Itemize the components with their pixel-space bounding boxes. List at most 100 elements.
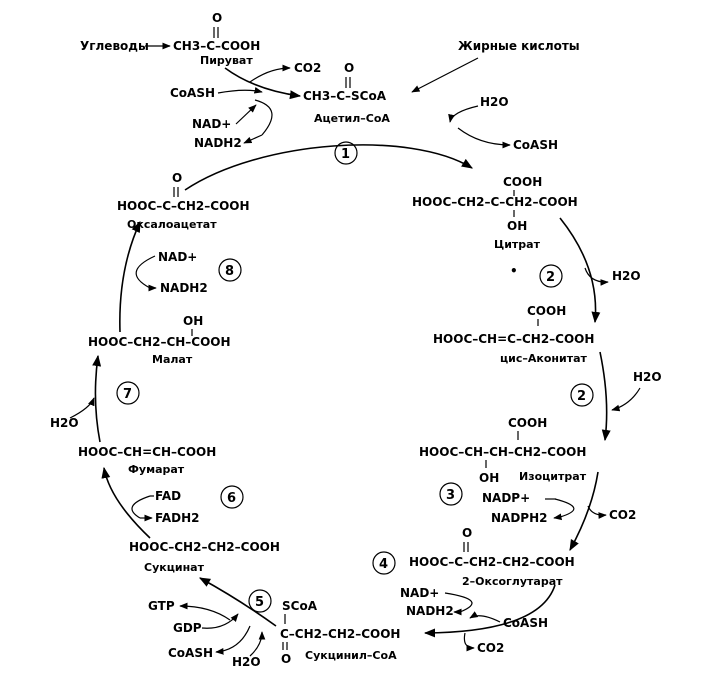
isocitrate-formula: HOOC–CH–CH–CH2–COOH [419, 445, 586, 459]
fad-text: FAD [155, 489, 181, 503]
step-2b-label: 2 [577, 389, 586, 404]
pyruvate-keto-o: O [212, 11, 222, 25]
step5-arrow [199, 577, 277, 627]
step4-arrow [423, 584, 556, 638]
oxaloacetate-formula: HOOC–C–CH2–COOH [117, 199, 250, 213]
nadph2-text: NADPH2 [491, 511, 547, 525]
succinylcoa-keto-o: O [281, 652, 291, 666]
nad-in-arrow [235, 104, 257, 125]
coash-text-step4: CoASH [503, 616, 548, 630]
nadh2-text-step4: NADH2 [406, 604, 454, 618]
step-5-label: 5 [255, 595, 264, 610]
citrate-bottom: OH [507, 219, 527, 233]
step7-arrow [92, 354, 102, 443]
nad-text-step4: NAD+ [400, 586, 439, 600]
isocitrate-bottom: OH [479, 471, 499, 485]
succinylcoa-name: Сукцинил–CoA [305, 649, 397, 662]
succinate-formula: HOOC–CH2–CH2–COOH [129, 540, 280, 554]
gtp-out-arrow [179, 602, 231, 621]
pyruvate-formula: CH3–C–COOH [173, 39, 260, 53]
isocitrate-top: COOH [508, 416, 547, 430]
succinylcoa-top: SCoA [282, 599, 318, 613]
step-1-label: 1 [341, 147, 350, 162]
step-4-circle [372, 551, 396, 575]
step-2a-circle [539, 264, 563, 288]
fatty-acids-arrow [411, 57, 479, 93]
oxoglutarate-name: 2–Оксоглутарат [462, 575, 563, 588]
step6-arrow [101, 466, 151, 539]
nadp-text: NADP+ [482, 491, 530, 505]
nadh2-out-arrow [243, 134, 263, 144]
coash-text-top: CoASH [170, 86, 215, 100]
step-8-circle [218, 258, 242, 282]
step2a-arrow [559, 217, 601, 324]
step-2b-circle [570, 383, 594, 407]
malate-name: Малат [152, 353, 193, 366]
nad-loop [254, 99, 273, 136]
pyruvate-to-acetylcoa-arrow [224, 67, 302, 100]
gtp-text: GTP [148, 599, 175, 613]
fumarate-formula: HOOC–CH=CH–COOH [78, 445, 216, 459]
h2o-text-step5: H2O [232, 655, 261, 669]
co2-out-arrow-step4 [463, 632, 475, 652]
h2o-in-arrow-step7 [69, 397, 95, 419]
fatty-acids-label: Жирные кислоты [458, 39, 580, 53]
stray-dot: • [510, 264, 518, 278]
step2b-arrow [599, 351, 611, 442]
step1-arrow [184, 144, 473, 191]
oxaloacetate-name: Оксалоацетат [127, 218, 217, 231]
step-6-label: 6 [227, 491, 236, 506]
coash-out-arrow-step5 [215, 625, 251, 655]
citrate-formula: HOOC–CH2–C–CH2–COOH [412, 195, 578, 209]
aconitate-formula: HOOC–CH=C–CH2–COOH [433, 332, 594, 346]
h2o-text-step2b: H2O [633, 370, 662, 384]
succinate-name: Сукцинат [144, 561, 205, 574]
nad-text-top: NAD+ [192, 117, 231, 131]
step-3-label: 3 [446, 488, 455, 503]
coash-in-arrow [217, 86, 263, 94]
aconitate-top: COOH [527, 304, 566, 318]
co2-text-top: CO2 [294, 61, 321, 75]
co2-out-arrow-step3 [587, 505, 607, 519]
step-3-circle [439, 482, 463, 506]
coash-in-arrow-step4 [469, 611, 501, 623]
h2o-in-arrow-step2b [611, 387, 641, 412]
oxoglutarate-keto-o: O [462, 526, 472, 540]
pyruvate-name: Пируват [200, 54, 253, 67]
h2o-text-step7: H2O [50, 416, 79, 430]
step-7-label: 7 [123, 387, 132, 402]
step-6-circle [220, 485, 244, 509]
oxaloacetate-keto-o: O [172, 171, 182, 185]
malate-formula: HOOC–CH2–CH–COOH [88, 335, 231, 349]
step-1-circle [334, 141, 358, 165]
h2o-text-step1: H2O [480, 95, 509, 109]
nadh2-text-top: NADH2 [194, 136, 242, 150]
co2-release-arrow [249, 64, 291, 83]
step-7-circle [116, 381, 140, 405]
acetylcoa-keto-o: O [344, 61, 354, 75]
fumarate-name: Фумарат [128, 463, 185, 476]
step-5-circle [248, 589, 272, 613]
nadph2-out-arrow [553, 513, 563, 521]
gdp-text: GDP [173, 621, 202, 635]
h2o-out-arrow-step2a [584, 267, 609, 286]
coash-text-step1: CoASH [513, 138, 558, 152]
h2o-text-step2a: H2O [612, 269, 641, 283]
acetylcoa-name: Ацетил–CoA [314, 112, 390, 125]
step-8-label: 8 [225, 264, 234, 279]
succinylcoa-formula: C–CH2–CH2–COOH [280, 627, 400, 641]
nadp-loop [554, 498, 575, 518]
nad-loop-step8 [135, 255, 156, 289]
h2o-in-arrow-step5 [249, 631, 266, 657]
fadh2-text: FADH2 [155, 511, 199, 525]
co2-text-step4: CO2 [477, 641, 504, 655]
nad-text-step8: NAD+ [158, 250, 197, 264]
coash-out-arrow-step1 [457, 127, 511, 149]
step-2a-label: 2 [546, 270, 555, 285]
malate-top: OH [183, 314, 203, 328]
h2o-in-arrow-step1 [448, 105, 479, 123]
nadh2-text-step8: NADH2 [160, 281, 208, 295]
fad-loop [131, 495, 151, 519]
